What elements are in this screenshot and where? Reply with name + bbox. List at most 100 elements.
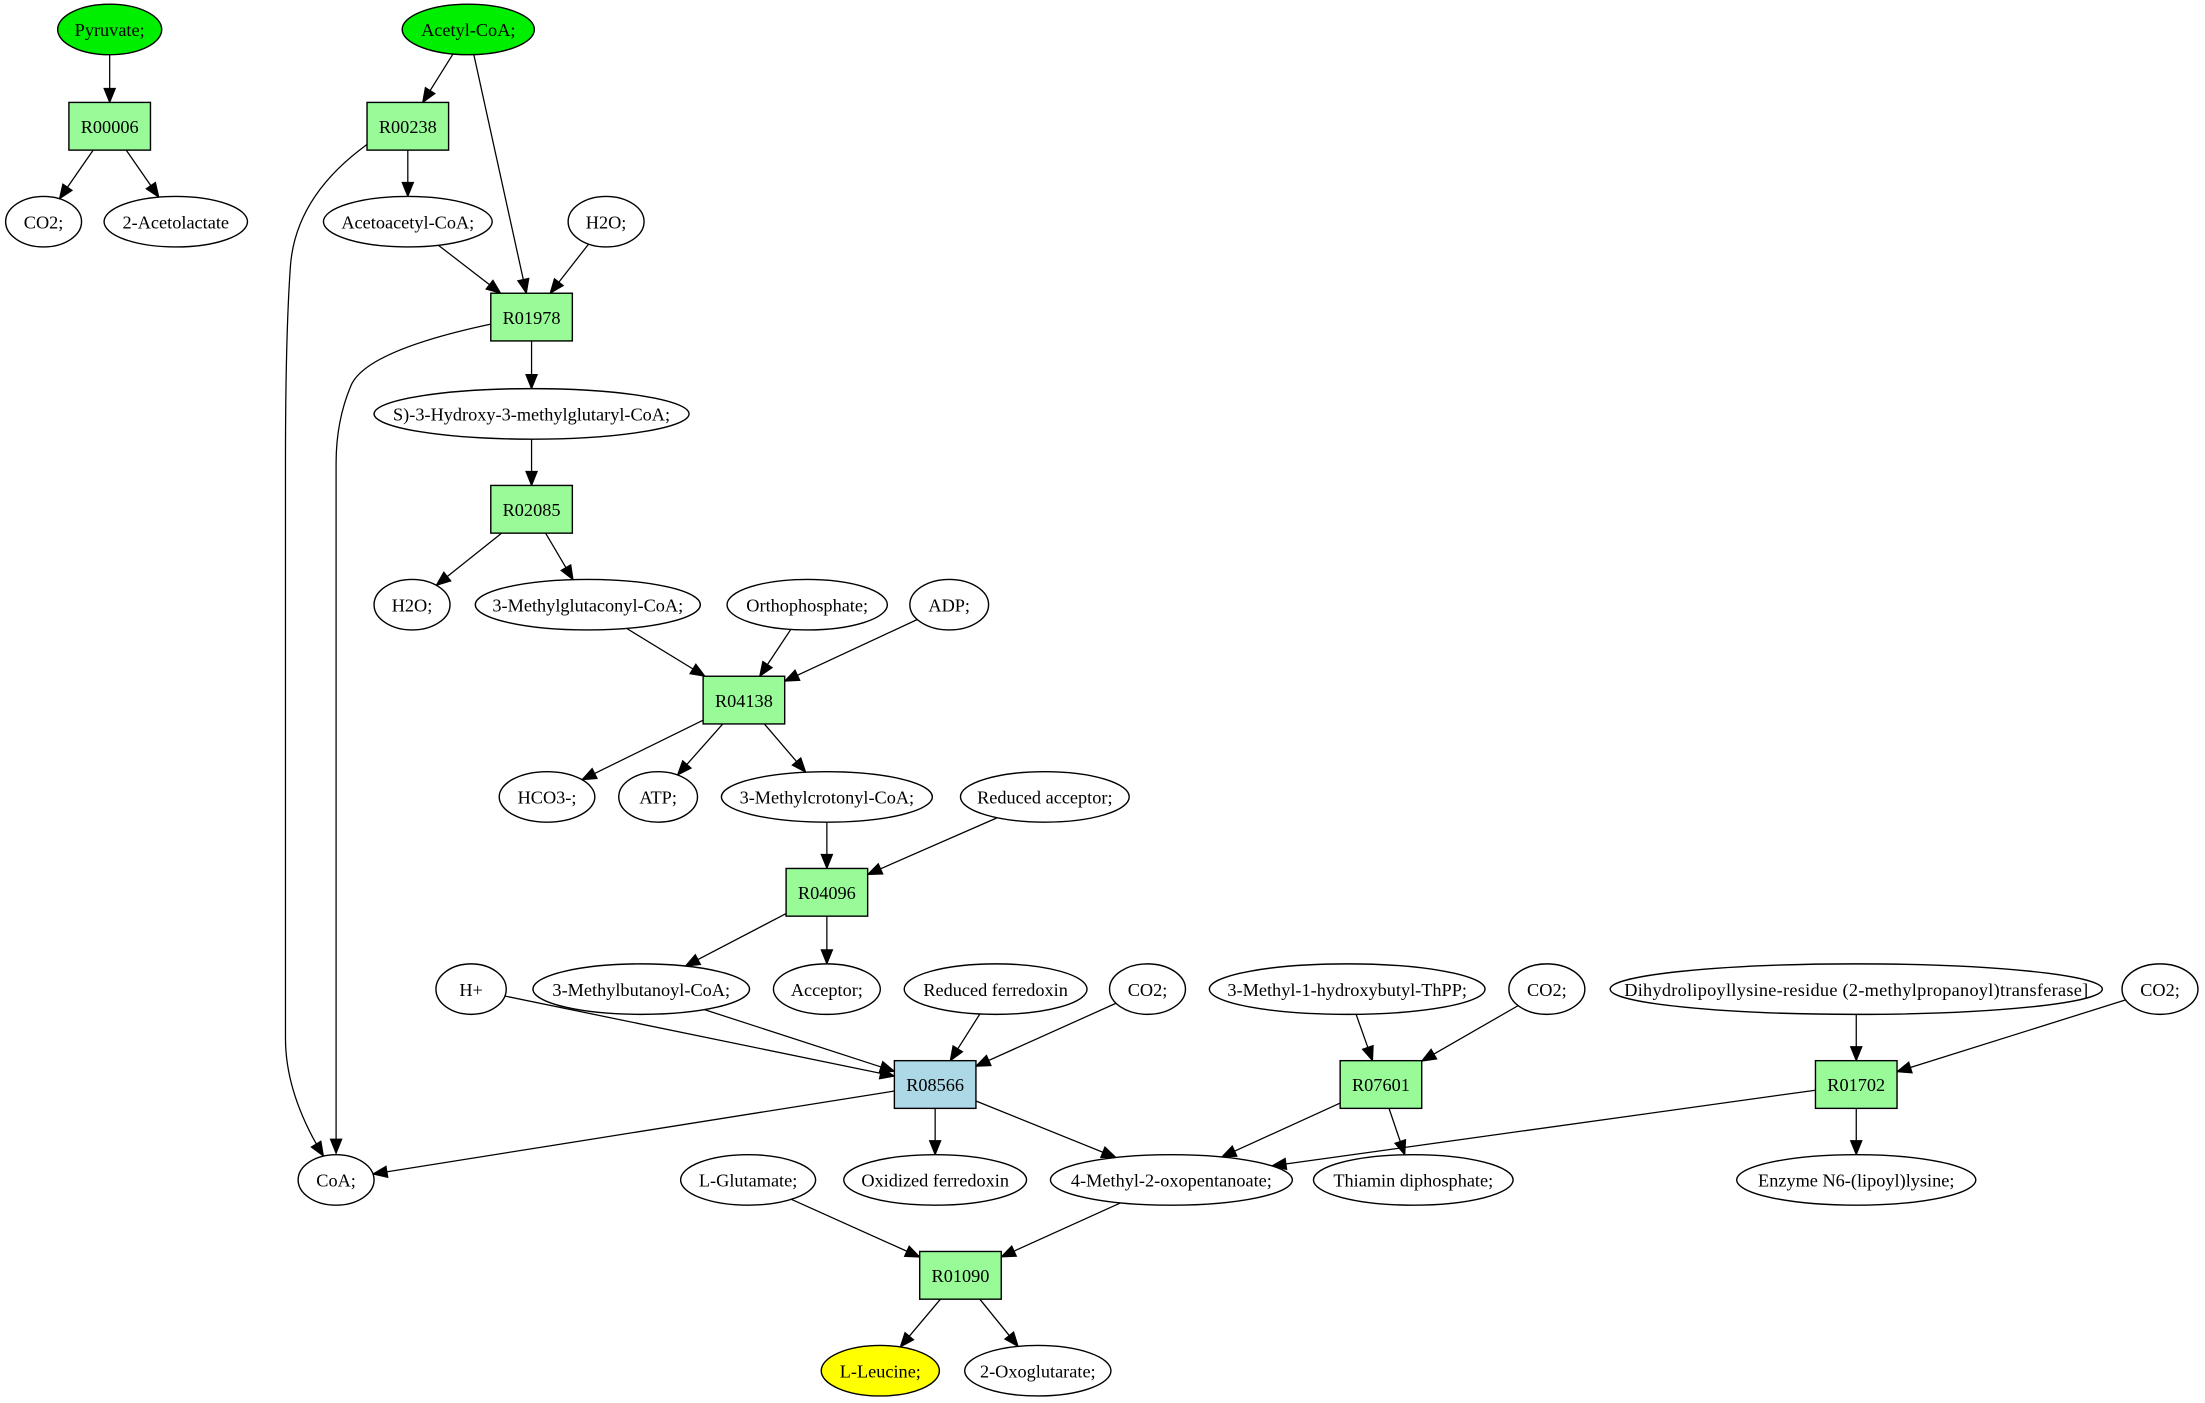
reaction-box[interactable] [490,292,574,342]
compound-ellipse[interactable] [720,770,934,823]
compound-ellipse[interactable] [1609,963,2104,1016]
compound-node-h2o_a[interactable]: H2O; [567,195,645,248]
compound-node-reducedacceptor[interactable]: Reduced acceptor; [959,770,1130,823]
edge-methyloxopentanoate-to-R01090 [1000,1202,1121,1258]
reaction-box[interactable] [366,101,450,151]
compound-ellipse[interactable] [297,1153,375,1206]
reaction-node-R00238[interactable]: R00238 [366,101,450,151]
compound-node-methylbutanoyl[interactable]: 3-Methylbutanoyl-CoA; [532,963,751,1016]
node-label: Reduced acceptor; [977,788,1112,808]
compound-ellipse[interactable] [56,3,163,56]
compound-node-h2o_b[interactable]: H2O; [373,578,451,631]
compound-ellipse[interactable] [373,578,451,631]
compound-ellipse[interactable] [1312,1153,1514,1206]
reaction-node-R04096[interactable]: R04096 [785,867,869,917]
compound-node-leucine[interactable]: L-Leucine; [820,1344,941,1397]
compound-ellipse[interactable] [909,578,990,631]
compound-ellipse[interactable] [567,195,645,248]
reaction-box[interactable] [1339,1059,1423,1110]
edge-co2_c-to-R07601 [1421,1005,1519,1062]
compound-node-hydroxybutylthpp[interactable]: 3-Methyl-1-hydroxybutyl-ThPP; [1208,963,1486,1016]
compound-ellipse[interactable] [963,1344,1112,1397]
reaction-box[interactable] [68,101,152,151]
compound-ellipse[interactable] [1736,1153,1977,1206]
compound-node-acetylcoa[interactable]: Acetyl-CoA; [401,3,536,56]
node-label: L-Glutamate; [699,1171,797,1191]
reaction-box[interactable] [1814,1059,1898,1110]
compound-node-methylglutaconyl[interactable]: 3-Methylglutaconyl-CoA; [474,578,702,631]
compound-node-co2_c[interactable]: CO2; [1508,963,1586,1016]
compound-node-methylcrotonyl[interactable]: 3-Methylcrotonyl-CoA; [720,770,934,823]
compound-node-atp[interactable]: ATP; [618,770,699,823]
compound-ellipse[interactable] [843,1153,1028,1206]
edge-R01978-to-coa [335,323,491,1154]
compound-node-oxferredoxin[interactable]: Oxidized ferredoxin [843,1153,1028,1206]
node-label: H2O; [392,595,433,615]
reaction-node-R04138[interactable]: R04138 [702,675,786,725]
arrowhead-icon [866,862,884,876]
arrowhead-icon [791,756,807,774]
compound-node-methyloxopentanoate[interactable]: 4-Methyl-2-oxopentanoate; [1049,1153,1294,1206]
compound-ellipse[interactable] [401,3,536,56]
compound-ellipse[interactable] [532,963,751,1016]
compound-ellipse[interactable] [726,578,889,631]
reaction-node-R00006[interactable]: R00006 [68,101,152,151]
compound-node-co2_a[interactable]: CO2; [4,195,83,248]
compound-node-co2_b[interactable]: CO2; [1108,963,1187,1016]
compound-ellipse[interactable] [1208,963,1486,1016]
reaction-node-R01978[interactable]: R01978 [490,292,574,342]
compound-node-orthophosphate[interactable]: Orthophosphate; [726,578,889,631]
node-label: S)-3-Hydroxy-3-methylglutaryl-CoA; [393,405,670,426]
compound-ellipse[interactable] [4,195,83,248]
node-label: 2-Oxoglutarate; [980,1361,1096,1381]
reaction-node-R08566[interactable]: R08566 [893,1059,977,1110]
compound-node-coa[interactable]: CoA; [297,1153,375,1206]
compound-node-co2_d[interactable]: CO2; [2121,963,2199,1016]
compound-node-adp[interactable]: ADP; [909,578,990,631]
reaction-box[interactable] [893,1059,977,1110]
compound-node-dihydrolipoyl[interactable]: Dihydrolipoyllysine-residue (2-methylpro… [1609,963,2104,1016]
compound-node-lglutamate[interactable]: L-Glutamate; [679,1153,817,1206]
compound-ellipse[interactable] [1508,963,1586,1016]
compound-ellipse[interactable] [373,387,690,440]
compound-node-thiamindiphosphate[interactable]: Thiamin diphosphate; [1312,1153,1514,1206]
compound-node-hco3[interactable]: HCO3-; [498,770,596,823]
reaction-node-R01090[interactable]: R01090 [918,1250,1002,1300]
compound-ellipse[interactable] [772,963,882,1016]
compound-ellipse[interactable] [1108,963,1187,1016]
compound-node-oxoglutarate[interactable]: 2-Oxoglutarate; [963,1344,1112,1397]
compound-ellipse[interactable] [435,963,507,1016]
reaction-box[interactable] [918,1250,1002,1300]
reaction-node-R01702[interactable]: R01702 [1814,1059,1898,1110]
reaction-box[interactable] [702,675,786,725]
compound-node-acetolactate[interactable]: 2-Acetolactate [103,195,249,248]
compound-ellipse[interactable] [820,1344,941,1397]
edge-reducedacceptor-to-R04096 [867,817,998,876]
node-label: R08566 [906,1075,964,1095]
reaction-node-R07601[interactable]: R07601 [1339,1059,1423,1110]
reaction-node-R02085[interactable]: R02085 [490,484,574,534]
compound-ellipse[interactable] [903,963,1088,1016]
compound-node-pyruvate[interactable]: Pyruvate; [56,3,163,56]
node-label: ATP; [639,788,677,808]
compound-ellipse[interactable] [103,195,249,248]
compound-node-redferredoxin[interactable]: Reduced ferredoxin [903,963,1088,1016]
compound-ellipse[interactable] [1049,1153,1294,1206]
reaction-box[interactable] [785,867,869,917]
compound-node-enzymen6[interactable]: Enzyme N6-(lipoyl)lysine; [1736,1153,1977,1206]
compound-node-acetoacetylcoa[interactable]: Acetoacetyl-CoA; [322,195,493,248]
arrowhead-icon [1361,1044,1374,1063]
reaction-box[interactable] [490,484,574,534]
compound-ellipse[interactable] [2121,963,2199,1016]
node-label: 3-Methylbutanoyl-CoA; [552,980,730,1000]
compound-ellipse[interactable] [679,1153,817,1206]
compound-ellipse[interactable] [474,578,702,631]
compound-node-acceptor[interactable]: Acceptor; [772,963,882,1016]
compound-node-hplus[interactable]: H+ [435,963,507,1016]
compound-ellipse[interactable] [618,770,699,823]
compound-node-hmgcoa[interactable]: S)-3-Hydroxy-3-methylglutaryl-CoA; [373,387,690,440]
compound-ellipse[interactable] [322,195,493,248]
compound-ellipse[interactable] [498,770,596,823]
arrowhead-icon [949,1044,964,1062]
compound-ellipse[interactable] [959,770,1130,823]
